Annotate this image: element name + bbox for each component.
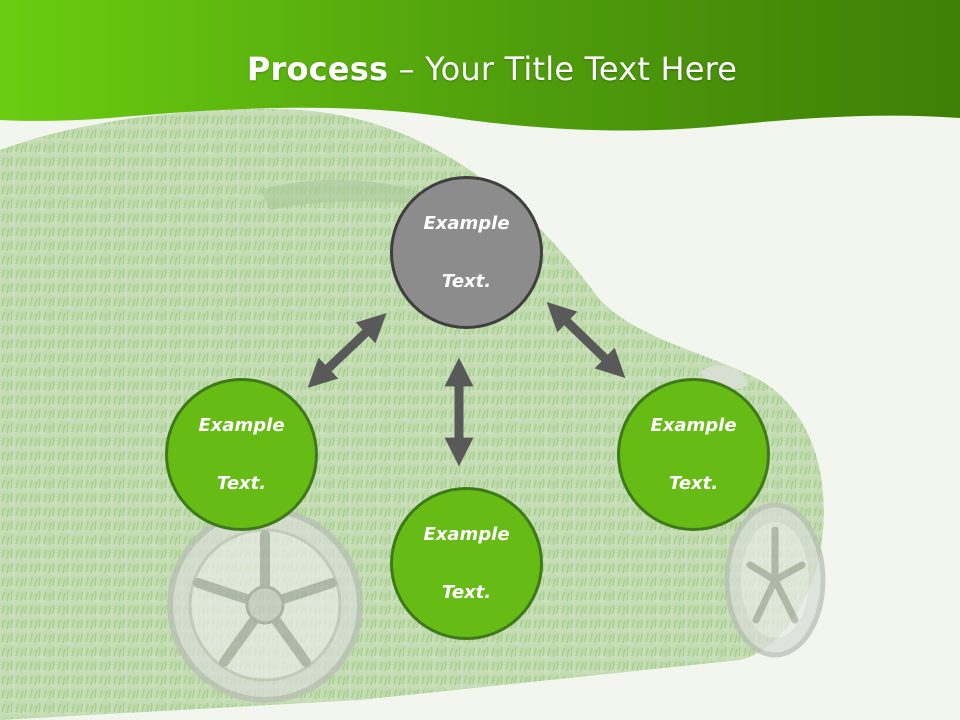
- node-left-line1: Example: [198, 415, 285, 436]
- title-rest: – Your Title Text Here: [388, 50, 738, 88]
- node-left-line2: Text.: [216, 473, 267, 494]
- node-bottom-line2: Text.: [441, 582, 492, 603]
- header-band: [0, 0, 960, 131]
- node-right-line1: Example: [650, 415, 737, 436]
- front-wheel: [167, 507, 363, 703]
- node-top-line1: Example: [423, 213, 510, 234]
- node-bottom-line1: Example: [423, 524, 510, 545]
- slide-title: Process – Your Title Text Here: [0, 50, 960, 88]
- title-bold: Process: [246, 50, 389, 88]
- node-right-line2: Text.: [668, 473, 719, 494]
- node-top-line2: Text.: [441, 271, 492, 292]
- rear-wheel: [724, 502, 826, 658]
